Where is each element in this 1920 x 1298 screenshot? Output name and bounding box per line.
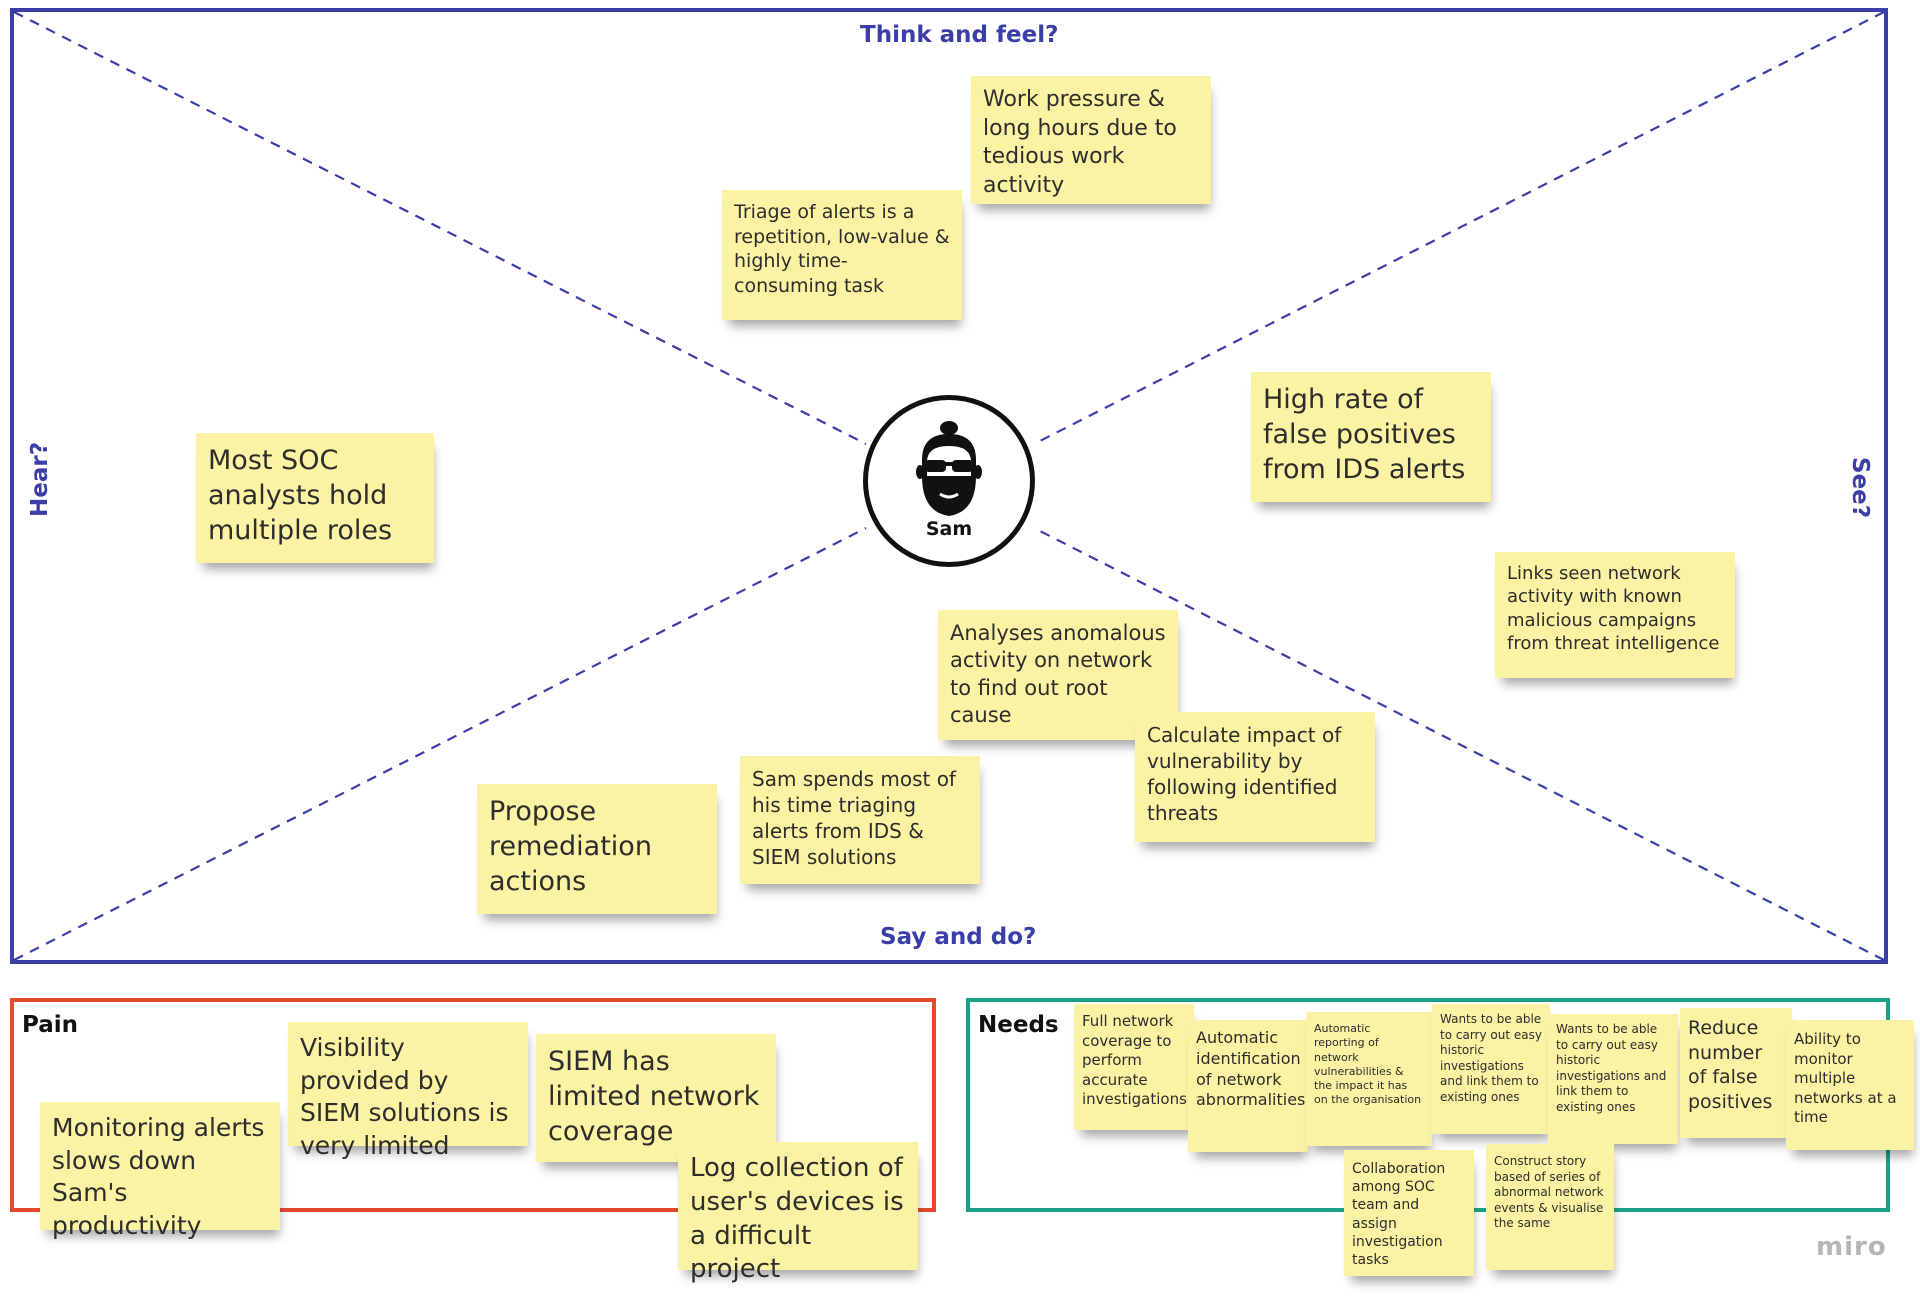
- sticky-note[interactable]: Calculate impact of vulnerability by fol…: [1135, 712, 1375, 842]
- quadrant-label-see: See?: [1847, 457, 1873, 519]
- persona-avatar[interactable]: Sam: [863, 395, 1035, 567]
- quadrant-label-think-feel: Think and feel?: [860, 22, 1059, 48]
- sticky-note[interactable]: Automatic identification of network abno…: [1188, 1020, 1308, 1152]
- needs-title: Needs: [978, 1012, 1059, 1038]
- sticky-note[interactable]: Wants to be able to carry out easy histo…: [1432, 1004, 1550, 1134]
- sticky-note[interactable]: Analyses anomalous activity on network t…: [938, 610, 1178, 740]
- quadrant-label-hear: Hear?: [27, 441, 53, 517]
- sticky-note[interactable]: Sam spends most of his time triaging ale…: [740, 756, 980, 884]
- sticky-note[interactable]: Log collection of user's devices is a di…: [678, 1142, 918, 1284]
- pain-title: Pain: [22, 1012, 79, 1038]
- sticky-note[interactable]: SIEM has limited network coverage: [536, 1034, 776, 1162]
- sticky-note[interactable]: Visibility provided by SIEM solutions is…: [288, 1022, 528, 1160]
- sticky-note[interactable]: Links seen network activity with known m…: [1495, 552, 1735, 678]
- sticky-note[interactable]: High rate of false positives from IDS al…: [1251, 372, 1491, 502]
- quadrant-label-say-do: Say and do?: [880, 924, 1037, 950]
- sticky-note[interactable]: Wants to be able to carry out easy histo…: [1548, 1014, 1678, 1144]
- sticky-note[interactable]: Collaboration among SOC team and assign …: [1344, 1150, 1474, 1276]
- sticky-note[interactable]: Work pressure & long hours due to tediou…: [971, 76, 1211, 204]
- sticky-note[interactable]: Automatic reporting of network vulnerabi…: [1306, 1012, 1432, 1146]
- pain-section: [10, 998, 936, 1212]
- sticky-note[interactable]: Construct story based of series of abnor…: [1486, 1144, 1614, 1270]
- sticky-note[interactable]: Triage of alerts is a repetition, low-va…: [722, 190, 962, 320]
- sticky-note[interactable]: Propose remediation actions: [477, 784, 717, 914]
- miro-watermark: miro: [1816, 1232, 1887, 1262]
- persona-name: Sam: [925, 518, 973, 540]
- sticky-note[interactable]: Most SOC analysts hold multiple roles: [196, 433, 434, 563]
- empathy-map-board: [10, 8, 1888, 964]
- sticky-note[interactable]: Reduce number of false positives: [1680, 1008, 1792, 1138]
- sticky-note[interactable]: Ability to monitor multiple networks at …: [1786, 1020, 1914, 1150]
- bearded-man-sunglasses-icon: [916, 421, 982, 516]
- sticky-note[interactable]: Full network coverage to perform accurat…: [1074, 1004, 1194, 1130]
- sticky-note[interactable]: Monitoring alerts slows down Sam's produ…: [40, 1102, 280, 1240]
